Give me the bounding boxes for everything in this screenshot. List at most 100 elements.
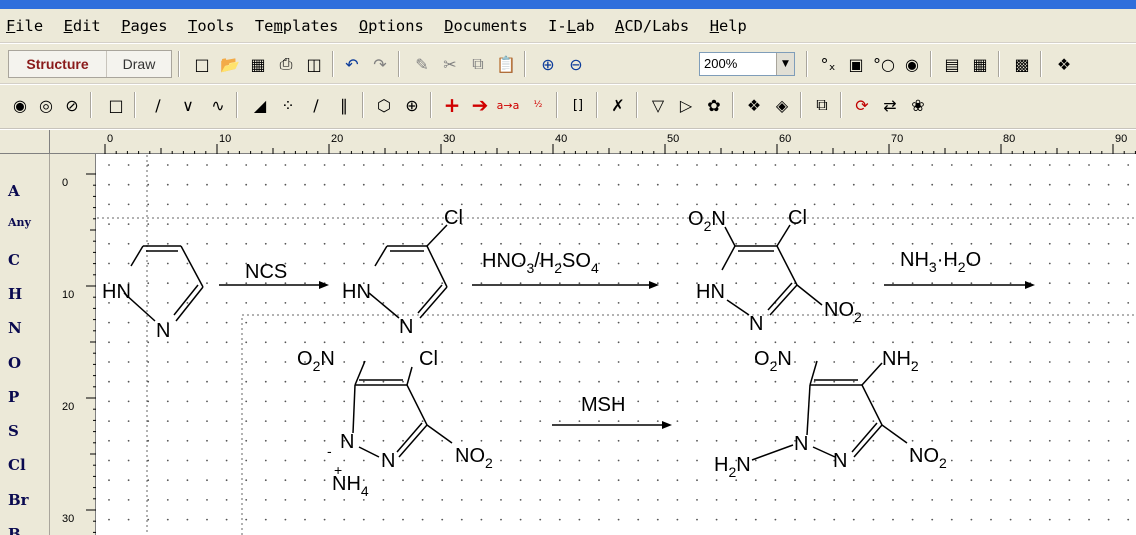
tab-structure[interactable]: Structure <box>9 51 107 77</box>
toolbar-separator <box>362 92 364 118</box>
menu-documents[interactable]: Documents <box>444 16 528 35</box>
rotate-icon[interactable]: ✿ <box>707 95 721 115</box>
triple-bond-icon[interactable]: ∥ <box>340 95 348 115</box>
ruler-tick-label: 70 <box>891 133 903 145</box>
element-button-cl[interactable]: Cl <box>8 456 26 475</box>
new-document-icon[interactable]: □ <box>194 54 210 74</box>
zoom-out-icon[interactable]: ⊖ <box>569 54 583 74</box>
undo-icon[interactable]: ↶ <box>345 54 359 74</box>
flip-horizontal-icon[interactable]: ▷ <box>679 95 693 115</box>
chloro-dinitropyrazole-molecule[interactable] <box>721 224 823 316</box>
element-button-a[interactable]: A <box>8 182 20 200</box>
wedge-bond-icon[interactable]: ◢ <box>253 95 267 115</box>
hash-bond-icon[interactable]: ⁘ <box>281 95 295 115</box>
toolbar-separator <box>1040 51 1042 77</box>
menu-tools[interactable]: Tools <box>188 16 235 35</box>
element-button-n[interactable]: N <box>8 319 22 338</box>
eraser-icon[interactable]: ✎ <box>415 54 429 74</box>
element-button-b[interactable]: B <box>8 525 21 535</box>
redo-icon[interactable]: ↷ <box>373 54 387 74</box>
export-pdf-icon[interactable]: ◫ <box>306 54 322 74</box>
frame-icon[interactable]: ◉ <box>905 54 919 74</box>
zoom-select[interactable]: 200% ▼ <box>699 52 795 76</box>
arrowhead-icon <box>662 421 672 429</box>
nitro-group-right: NO2 <box>455 445 493 471</box>
copy-icon[interactable]: ⧉ <box>472 54 484 73</box>
equilibrium-icon[interactable]: a→a <box>496 98 520 112</box>
positive-charge: + <box>334 462 342 478</box>
atom-labels-icon[interactable]: °○ <box>873 54 895 74</box>
menu-templates[interactable]: Templates <box>254 16 339 35</box>
toolbar-separator <box>430 92 432 118</box>
element-button-c[interactable]: C <box>8 250 20 269</box>
library-icon[interactable]: ▩ <box>1014 54 1030 74</box>
tools-icon[interactable]: ❖ <box>1056 54 1072 74</box>
toolbar-separator <box>930 51 932 77</box>
group-icon[interactable]: ⧉ <box>816 95 828 114</box>
ruler-tick-label: 30 <box>62 513 74 525</box>
toolbar-separator <box>998 51 1000 77</box>
grid-icon[interactable]: ▦ <box>972 54 988 74</box>
atom-n: N <box>399 316 413 338</box>
zoom-in-icon[interactable]: ⊕ <box>541 54 555 74</box>
plus-icon[interactable]: + <box>443 93 461 117</box>
reaction-arrow-icon[interactable]: ➔ <box>471 93 489 117</box>
chart-icon[interactable]: ▤ <box>944 54 960 74</box>
element-button-h[interactable]: H <box>8 284 23 303</box>
lasso-icon[interactable]: ◎ <box>39 95 53 115</box>
align-icon[interactable]: ◈ <box>775 95 789 115</box>
pyrazole-molecule[interactable] <box>123 245 204 322</box>
extra-tool-icon[interactable]: ❀ <box>911 95 925 115</box>
chloropyrazole-molecule[interactable] <box>368 224 448 319</box>
cut-icon[interactable]: ✂ <box>443 54 457 74</box>
element-button-p[interactable]: P <box>8 387 20 406</box>
transfer-icon[interactable]: ⇄ <box>883 95 897 115</box>
flip-vertical-icon[interactable]: ▽ <box>651 95 665 115</box>
open-folder-icon[interactable]: 📂 <box>220 54 240 74</box>
element-button-any[interactable]: Any <box>8 216 31 230</box>
element-button-o[interactable]: O <box>8 353 22 372</box>
atom-view-icon[interactable]: °ₓ <box>820 54 836 74</box>
bond-chain-icon[interactable]: ∨ <box>182 95 194 115</box>
menu-file[interactable]: File <box>6 16 44 35</box>
atom-box-icon[interactable]: ▣ <box>848 54 864 74</box>
ring-icon[interactable]: ⬡ <box>377 95 391 115</box>
chevron-down-icon[interactable]: ▼ <box>776 53 794 75</box>
conditions-icon[interactable]: ½ <box>533 100 543 110</box>
save-icon[interactable]: ▦ <box>250 54 266 74</box>
menu-ilab[interactable]: I-Lab <box>548 16 595 35</box>
atom-cl: Cl <box>444 207 463 229</box>
refresh-icon[interactable]: ⟳ <box>855 95 869 115</box>
chain-template-icon[interactable]: ⊕ <box>405 95 419 115</box>
bond-single-icon[interactable]: ∕ <box>155 95 161 115</box>
arrowhead-icon <box>319 281 329 289</box>
drawing-canvas[interactable]: HN N NCS Cl HN N HNO3/H2SO4 <box>97 155 1136 535</box>
ammonium-salt-molecule[interactable] <box>352 360 453 458</box>
nitro-group-right: NO2 <box>824 299 862 325</box>
clean-icon[interactable]: ✗ <box>611 95 625 115</box>
menu-options[interactable]: Options <box>358 16 424 35</box>
toolbar-separator <box>398 51 400 77</box>
element-button-s[interactable]: S <box>8 422 19 441</box>
bond-wave-icon[interactable]: ∿ <box>211 95 225 115</box>
print-icon[interactable]: ⎙ <box>279 54 293 73</box>
menu-acdlabs[interactable]: ACD/Labs <box>615 16 690 35</box>
menu-edit[interactable]: Edit <box>63 16 101 35</box>
paste-icon[interactable]: 📋 <box>496 54 516 74</box>
aminated-product-molecule[interactable] <box>751 360 908 461</box>
arrowhead-icon <box>1025 281 1035 289</box>
menu-pages[interactable]: Pages <box>121 16 168 35</box>
rotate-select-icon[interactable]: ⊘ <box>65 95 79 115</box>
rectangle-select-icon[interactable]: □ <box>108 95 124 115</box>
move-icon[interactable]: ❖ <box>746 95 762 115</box>
toolbar-separator <box>596 92 598 118</box>
toolbar-separator <box>800 92 802 118</box>
tab-draw[interactable]: Draw <box>122 56 156 72</box>
element-button-br[interactable]: Br <box>8 490 29 509</box>
bracket-icon[interactable]: [] <box>572 97 584 113</box>
atom-hn: HN <box>342 281 371 303</box>
select-icon[interactable]: ◉ <box>13 95 27 115</box>
menu-help[interactable]: Help <box>709 16 747 35</box>
double-bond-icon[interactable]: ∕ <box>313 95 319 115</box>
